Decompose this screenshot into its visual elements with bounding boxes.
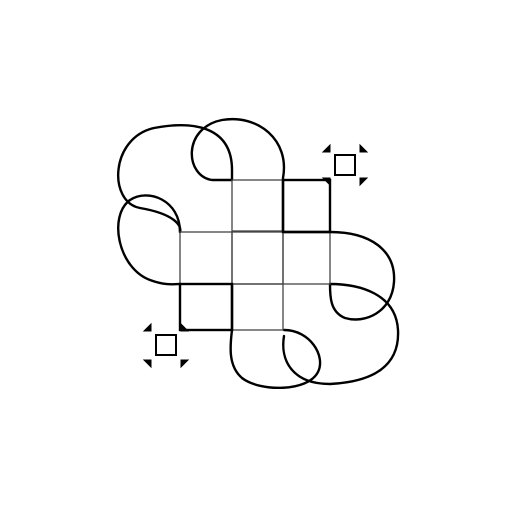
cell-2-1 (231, 283, 284, 331)
cell-1-0 (179, 231, 233, 285)
loop-top-right (281, 230, 396, 321)
knot-curves (117, 117, 400, 389)
cell-1-1 (231, 231, 284, 285)
four-arrow-move-icon (142, 322, 190, 369)
loop-left-inner (117, 194, 182, 286)
loop-bottom-right (229, 328, 322, 389)
bold-grid-cells (178, 178, 332, 332)
grid-cells (179, 179, 331, 331)
four-arrow-move-icon (321, 143, 369, 187)
cell-0-2 (281, 178, 332, 234)
move-marker-top-right[interactable] (321, 143, 369, 187)
cell-2-0 (178, 282, 234, 332)
move-marker-bottom-left[interactable] (142, 322, 190, 369)
loop-right-outer (282, 282, 400, 386)
cell-0-1 (231, 179, 284, 232)
loop-top-left (190, 117, 286, 234)
loop-top-left-outer (117, 124, 234, 234)
cell-1-2 (282, 231, 331, 285)
